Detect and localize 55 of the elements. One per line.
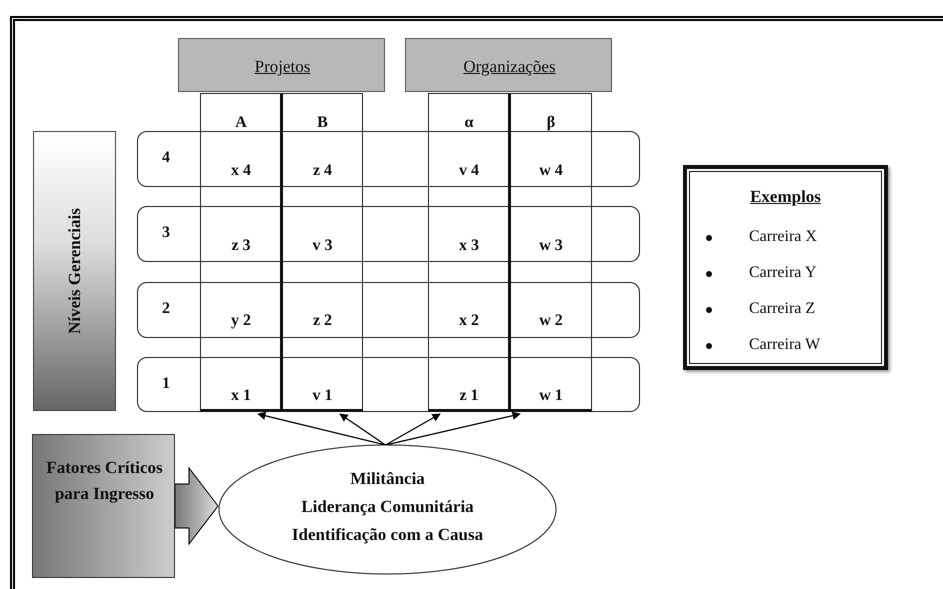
- header-box: [178, 38, 385, 92]
- row-number: 3: [161, 223, 171, 243]
- row-number: 1: [161, 374, 171, 394]
- cell-value: v 3: [312, 236, 334, 256]
- cell-value: w 1: [538, 386, 564, 406]
- example-item: Carreira Z: [749, 299, 816, 319]
- arrow: [339, 414, 386, 446]
- examples-title: Exemplos: [749, 187, 822, 207]
- column-letter: A: [234, 113, 248, 133]
- level-row: [137, 131, 640, 187]
- arrow: [385, 412, 521, 446]
- block-arrow: [174, 466, 219, 546]
- cell-value: w 4: [538, 161, 564, 181]
- arrow: [385, 413, 441, 446]
- cell-value: x 4: [230, 161, 252, 181]
- matrix-column: [280, 93, 363, 412]
- cell-value: z 3: [230, 236, 252, 256]
- band-title: Níveis Gerenciais: [64, 208, 84, 334]
- column-letter: α: [464, 113, 474, 133]
- level-row: [137, 357, 640, 412]
- example-item: Carreira X: [749, 227, 817, 247]
- column-letter: β: [546, 113, 556, 133]
- matrix-column: [200, 93, 282, 412]
- factor-ellipse: [218, 444, 557, 575]
- header-title: Organizações: [462, 57, 557, 77]
- cell-value: v 4: [458, 161, 480, 181]
- example-item: Carreira Y: [749, 263, 816, 283]
- row-number: 4: [161, 148, 171, 168]
- row-number: 2: [161, 299, 171, 319]
- factor-title: Fatores Críticos para Ingresso: [45, 457, 164, 505]
- example-item: Carreira W: [749, 335, 820, 355]
- cell-value: z 4: [312, 161, 334, 181]
- cell-value: x 1: [230, 386, 252, 406]
- cell-value: v 1: [312, 386, 334, 406]
- cell-value: w 3: [538, 236, 564, 256]
- examples-box: [683, 165, 888, 370]
- cell-value: z 2: [312, 311, 334, 331]
- cell-value: x 3: [458, 236, 480, 256]
- level-row: [137, 206, 640, 262]
- cell-value: y 2: [230, 311, 252, 331]
- header-box: [405, 38, 612, 92]
- arrow: [257, 412, 386, 446]
- factor-item: Militância: [349, 469, 426, 489]
- cell-value: x 2: [458, 311, 480, 331]
- factor-item: Liderança Comunitária: [300, 497, 475, 517]
- matrix-column: [508, 93, 592, 412]
- cell-value: w 2: [538, 311, 564, 331]
- level-row: [137, 282, 640, 338]
- side-band: [33, 131, 116, 411]
- factor-item: Identificação com a Causa: [290, 525, 484, 545]
- header-title: Projetos: [254, 57, 312, 77]
- factor-box: [32, 434, 175, 578]
- cell-value: z 1: [458, 386, 480, 406]
- column-letter: B: [316, 113, 329, 133]
- matrix-column: [428, 93, 510, 412]
